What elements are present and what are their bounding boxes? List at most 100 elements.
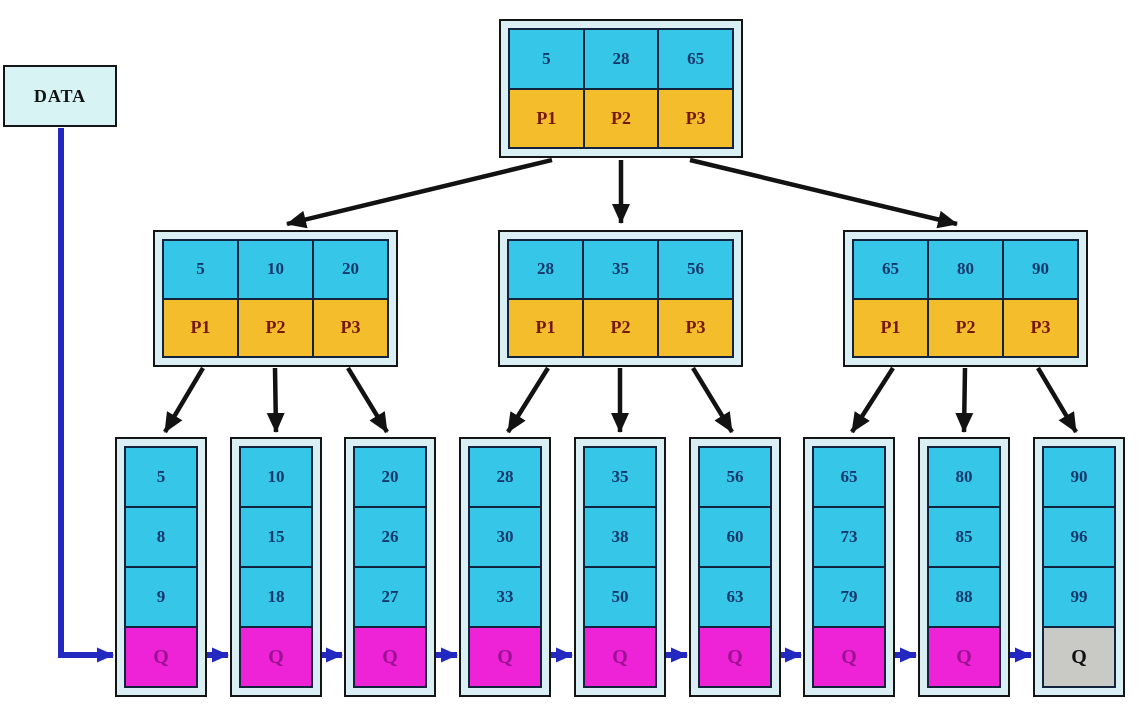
root-to-internal1-arrow <box>286 157 553 229</box>
key-cell: 35 <box>584 241 657 298</box>
root-key-cell: 5 <box>510 30 583 88</box>
leaf-node-1: 5 8 9 Q <box>115 437 207 697</box>
queue-cell: Q <box>241 628 311 686</box>
leaf-value-cell: 5 <box>126 448 196 506</box>
leaf-value-cell: 88 <box>929 568 999 626</box>
key-cell: 80 <box>929 241 1002 298</box>
pointer-cell: P1 <box>854 299 927 356</box>
leaf-value-cell: 38 <box>585 508 655 566</box>
key-cell: 56 <box>659 241 732 298</box>
data-source-label: DATA <box>33 85 87 106</box>
internal3-p3-to-leaf9-arrow <box>1036 366 1078 434</box>
pointer-cell: P2 <box>929 299 1002 356</box>
internal3-p2-to-leaf8-arrow <box>955 367 974 433</box>
pointer-cell: P3 <box>314 299 387 356</box>
leaf-value-cell: 60 <box>700 508 770 566</box>
leaf-node-7-table: 65 73 79 Q <box>812 446 886 688</box>
root-key-cell: 28 <box>584 30 658 88</box>
leaf-value-cell: 73 <box>814 508 884 566</box>
leaf-value-cell: 80 <box>929 448 999 506</box>
key-cell: 65 <box>854 241 927 298</box>
internal-node-3-table: 65 80 90 P1 P2 P3 <box>852 239 1079 358</box>
key-cell: 20 <box>314 241 387 298</box>
queue-cell: Q <box>929 628 999 686</box>
root-pointer-cell: P1 <box>510 89 583 147</box>
pointer-cell: P3 <box>1004 299 1077 356</box>
key-cell: 5 <box>164 241 237 298</box>
leaf-node-8: 80 85 88 Q <box>918 437 1010 697</box>
leaf-value-cell: 30 <box>470 508 540 566</box>
leaf-node-4-table: 28 30 33 Q <box>468 446 542 688</box>
root-to-internal3-arrow <box>689 157 958 229</box>
queue-cell: Q <box>470 628 540 686</box>
root-pointer-cell: P2 <box>584 89 658 147</box>
leaf-value-cell: 50 <box>585 568 655 626</box>
pointer-cell: P2 <box>584 299 657 356</box>
leaf-value-cell: 56 <box>700 448 770 506</box>
root-pointer-cell: P3 <box>659 89 732 147</box>
leaf-node-3: 20 26 27 Q <box>344 437 436 697</box>
pointer-cell: P1 <box>164 299 237 356</box>
root-key-cell: 65 <box>659 30 732 88</box>
internal-node-2-table: 28 35 56 P1 P2 P3 <box>507 239 734 358</box>
internal2-p1-to-leaf4-arrow <box>506 366 550 434</box>
leaf-value-cell: 28 <box>470 448 540 506</box>
leaf-node-2: 10 15 18 Q <box>230 437 322 697</box>
leaf-value-cell: 10 <box>241 448 311 506</box>
leaf-value-cell: 9 <box>126 568 196 626</box>
internal3-p1-to-leaf7-arrow <box>850 366 895 434</box>
internal1-p1-to-leaf1-arrow <box>163 366 205 434</box>
leaf-value-cell: 63 <box>700 568 770 626</box>
data-to-queue-link <box>58 128 114 663</box>
root-node: 5 28 65 P1 P2 P3 <box>499 19 743 158</box>
queue-cell: Q <box>126 628 196 686</box>
leaf-value-cell: 65 <box>814 448 884 506</box>
leaf-value-cell: 33 <box>470 568 540 626</box>
leaf-value-cell: 96 <box>1044 508 1114 566</box>
leaf-node-8-table: 80 85 88 Q <box>927 446 1001 688</box>
pointer-cell: P2 <box>239 299 312 356</box>
leaf-node-5-table: 35 38 50 Q <box>583 446 657 688</box>
leaf-value-cell: 90 <box>1044 448 1114 506</box>
leaf-node-5: 35 38 50 Q <box>574 437 666 697</box>
leaf-value-cell: 85 <box>929 508 999 566</box>
pointer-cell: P1 <box>509 299 582 356</box>
queue-cell-last: Q <box>1044 628 1114 686</box>
queue-cell: Q <box>814 628 884 686</box>
queue-cell: Q <box>355 628 425 686</box>
leaf-node-3-table: 20 26 27 Q <box>353 446 427 688</box>
internal-node-1-table: 5 10 20 P1 P2 P3 <box>162 239 389 358</box>
data-source-box: DATA <box>3 65 117 127</box>
internal2-p3-to-leaf6-arrow <box>691 366 734 434</box>
leaf-value-cell: 8 <box>126 508 196 566</box>
internal-node-3: 65 80 90 P1 P2 P3 <box>843 230 1088 367</box>
key-cell: 90 <box>1004 241 1077 298</box>
leaf-node-1-table: 5 8 9 Q <box>124 446 198 688</box>
leaf-node-2-table: 10 15 18 Q <box>239 446 313 688</box>
leaf-value-cell: 99 <box>1044 568 1114 626</box>
leaf-value-cell: 26 <box>355 508 425 566</box>
leaf-value-cell: 20 <box>355 448 425 506</box>
leaf-value-cell: 35 <box>585 448 655 506</box>
root-node-table: 5 28 65 P1 P2 P3 <box>508 28 734 149</box>
internal-node-1: 5 10 20 P1 P2 P3 <box>153 230 398 367</box>
leaf-node-9: 90 96 99 Q <box>1033 437 1125 697</box>
leaf-value-cell: 79 <box>814 568 884 626</box>
internal1-p3-to-leaf3-arrow <box>346 366 389 434</box>
internal-node-2: 28 35 56 P1 P2 P3 <box>498 230 743 367</box>
leaf-node-9-table: 90 96 99 Q <box>1042 446 1116 688</box>
leaf-node-7: 65 73 79 Q <box>803 437 895 697</box>
leaf-value-cell: 15 <box>241 508 311 566</box>
queue-cell: Q <box>700 628 770 686</box>
key-cell: 28 <box>509 241 582 298</box>
leaf-node-6: 56 60 63 Q <box>689 437 781 697</box>
leaf-value-cell: 27 <box>355 568 425 626</box>
leaf-node-4: 28 30 33 Q <box>459 437 551 697</box>
queue-cell: Q <box>585 628 655 686</box>
leaf-value-cell: 18 <box>241 568 311 626</box>
key-cell: 10 <box>239 241 312 298</box>
internal1-p2-to-leaf2-arrow <box>266 367 285 433</box>
leaf-node-6-table: 56 60 63 Q <box>698 446 772 688</box>
